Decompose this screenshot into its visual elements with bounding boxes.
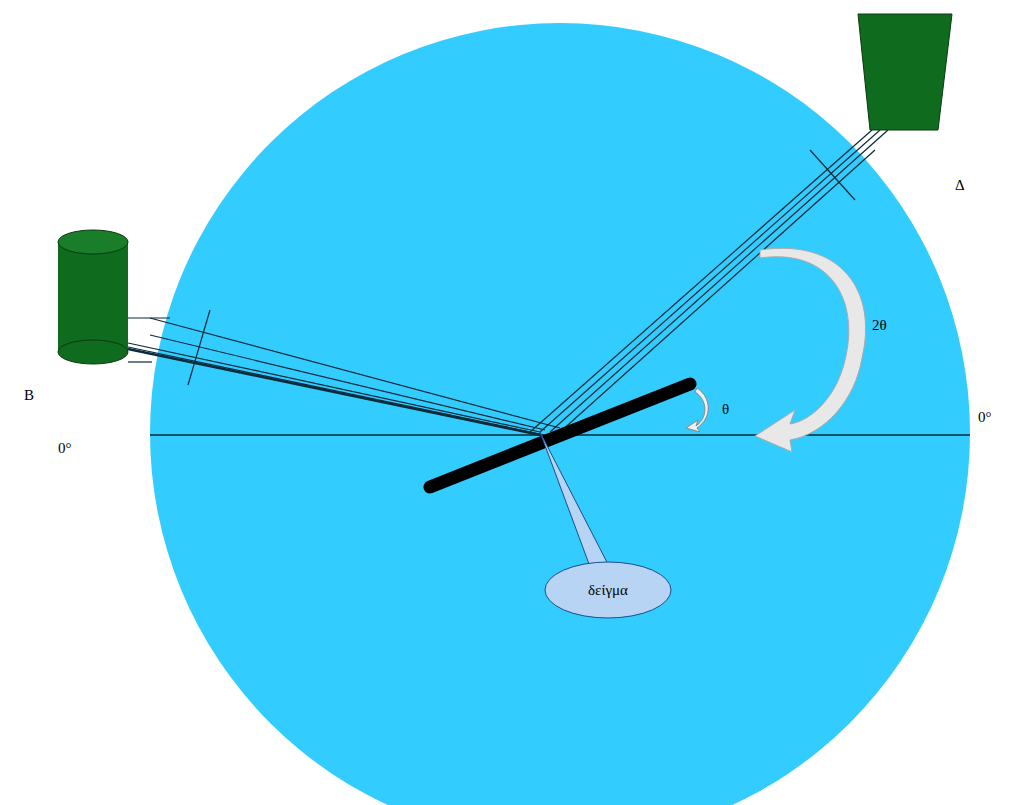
angle-zero: 0°	[58, 441, 72, 456]
callout-tail	[540, 432, 612, 572]
angle-theta-arrow	[686, 388, 708, 432]
source-label: B	[24, 388, 34, 403]
angle-label: θ	[722, 402, 729, 417]
xray-source	[58, 230, 170, 364]
incident-beam	[128, 318, 560, 436]
detector	[858, 14, 952, 130]
slit-mark	[188, 310, 210, 385]
callout-bubble: δείγμα	[544, 561, 672, 619]
slit-mark	[810, 150, 855, 200]
angle-label: 2θ	[872, 318, 887, 333]
angle-zero: 0°	[978, 410, 992, 425]
goniometer-circle	[150, 23, 970, 805]
angle-2theta-arrow	[755, 248, 866, 452]
callout-text: δείγμα	[588, 582, 628, 599]
detector-label: Δ	[955, 178, 965, 193]
